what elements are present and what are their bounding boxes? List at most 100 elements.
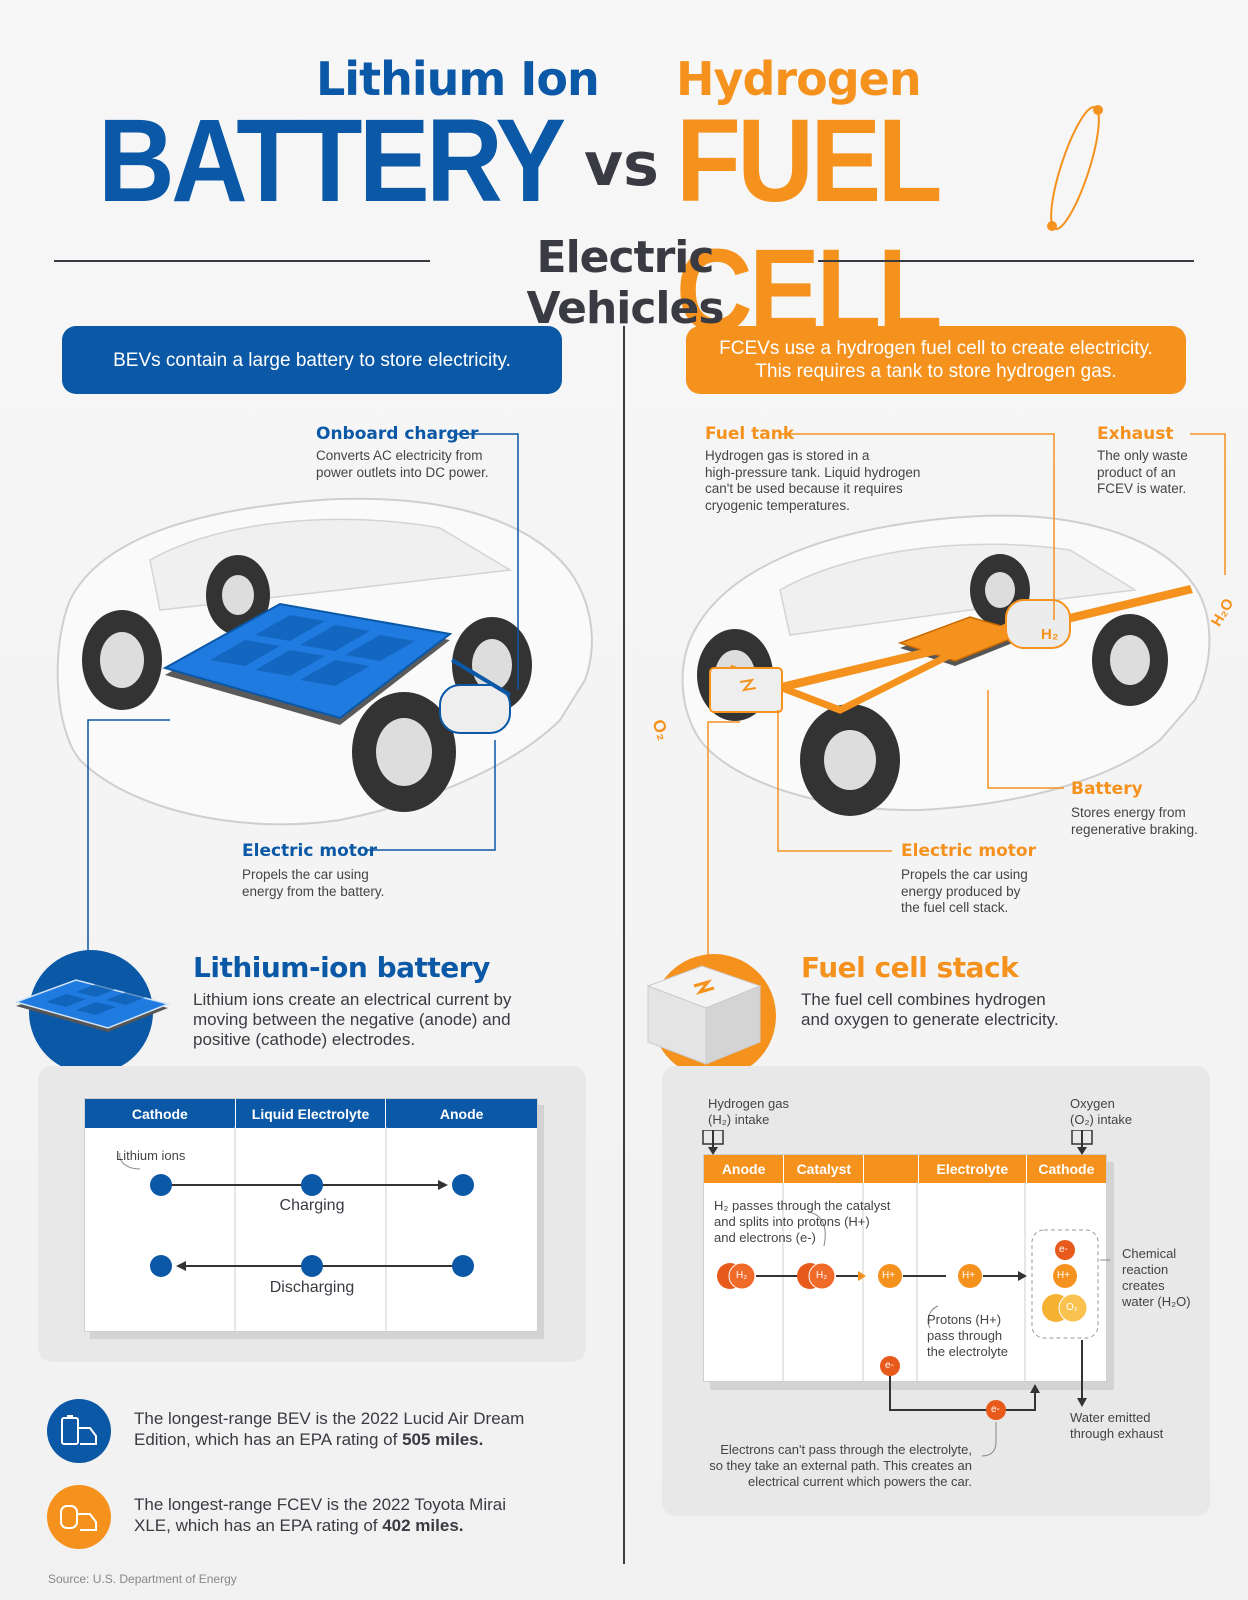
fc-col-gap: [863, 1155, 917, 1183]
fc-col-electrolyte: Electrolyte: [917, 1155, 1026, 1183]
o2-node: O₂: [1066, 1302, 1078, 1313]
fcev-motor-label: Electric motor Propels the car using ene…: [901, 841, 1036, 917]
chemical-note-line-4: water (H₂O): [1122, 1294, 1191, 1309]
fcev-fact-miles: 402 miles.: [382, 1516, 464, 1535]
water-note: Water emitted through exhaust: [1070, 1410, 1163, 1442]
source-note: Source: U.S. Department of Energy: [48, 1572, 237, 1586]
bev-motor-label: Electric motor Propels the car using ene…: [242, 841, 384, 900]
bev-battery-car-icon: [47, 1399, 111, 1463]
fcev-intro-pill: FCEVs use a hydrogen fuel cell to create…: [686, 326, 1186, 394]
fcev-tank-car-icon: [47, 1485, 111, 1549]
chemical-note: Chemical reaction creates water (H₂O): [1122, 1246, 1191, 1310]
fcev-fact: The longest-range FCEV is the 2022 Toyot…: [134, 1494, 594, 1536]
onboard-charger-title: Onboard charger: [316, 424, 479, 444]
fuel-cell-badge-icon: [646, 954, 776, 1090]
fcev-motor-desc-3: the fuel cell stack.: [901, 900, 1009, 915]
fuel-cell-table: Anode Catalyst Electrolyte Cathode: [703, 1154, 1107, 1382]
fc-section-desc-2: and oxygen to generate electricity.: [801, 1010, 1059, 1029]
protons-note-line-3: the electrolyte: [927, 1344, 1008, 1359]
protons-note: Protons (H+) pass through the electrolyt…: [927, 1312, 1008, 1360]
h2-intake-line-2: (H₂) intake: [708, 1112, 770, 1127]
fc-section-title: Fuel cell stack: [801, 951, 1019, 984]
eminus-node-1: e-: [885, 1360, 894, 1371]
li-ion-table: Cathode Liquid Electrolyte Anode: [84, 1098, 538, 1332]
eminus-node-2: e-: [991, 1404, 1000, 1415]
tank-h2-label: H₂: [1041, 626, 1059, 643]
fuel-tank-desc-2: high-pressure tank. Liquid hydrogen: [705, 464, 921, 480]
li-ion-diagram: [119, 1127, 474, 1332]
discharging-label: Discharging: [269, 1279, 355, 1296]
li-section: Lithium-ion battery Lithium ions create …: [193, 951, 511, 1050]
electron-note-line-2: so they take an external path. This crea…: [709, 1458, 972, 1473]
atom-orbit-icon: [1047, 105, 1103, 231]
bev-fact: The longest-range BEV is the 2022 Lucid …: [134, 1408, 594, 1450]
li-section-desc-2: moving between the negative (anode) and: [193, 1010, 511, 1029]
hplus-node-1: H+: [882, 1270, 896, 1281]
h2-intake-label: Hydrogen gas (H₂) intake: [708, 1096, 789, 1128]
fuel-tank-desc-1: Hydrogen gas is stored in a: [705, 448, 870, 463]
bev-intro-text: BEVs contain a large battery to store el…: [113, 349, 511, 371]
li-section-desc-1: Lithium ions create an electrical curren…: [193, 990, 512, 1009]
protons-note-line-1: Protons (H+): [927, 1312, 1002, 1327]
li-col-cathode: Cathode: [131, 1105, 188, 1122]
onboard-charger-label: Onboard charger Converts AC electricity …: [316, 424, 489, 481]
fc-col-cathode: Cathode: [1025, 1155, 1106, 1183]
electron-note-line-3: electrical current which powers the car.: [748, 1474, 972, 1489]
fcev-intro-line-2: This requires a tank to store hydrogen g…: [755, 361, 1117, 382]
exhaust-desc-2: product of an: [1097, 464, 1176, 480]
eminus-node-cathode: e-: [1059, 1244, 1068, 1255]
water-note-line-1: Water emitted: [1070, 1410, 1151, 1425]
header-rule-right: [818, 260, 1194, 262]
fuel-tank-title: Fuel tank: [705, 424, 795, 444]
fc-col-catalyst: Catalyst: [783, 1155, 863, 1183]
o2-intake-line-1: Oxygen: [1070, 1096, 1115, 1111]
fcev-motor-title: Electric motor: [901, 841, 1036, 861]
protons-note-line-2: pass through: [927, 1328, 1003, 1343]
center-divider: [623, 326, 625, 1564]
fcev-battery-desc-2: regenerative braking.: [1071, 821, 1198, 837]
fc-col-anode: Anode: [721, 1161, 766, 1177]
bev-motor-title: Electric motor: [242, 841, 377, 861]
h2-node-2: H₂: [816, 1270, 828, 1281]
fcev-battery-desc-1: Stores energy from: [1071, 805, 1186, 820]
fcev-car-illustration: [681, 514, 1211, 816]
bev-intro-pill: BEVs contain a large battery to store el…: [62, 326, 562, 394]
bev-motor-desc-1: Propels the car using: [242, 867, 369, 882]
exhaust-desc-3: FCEV is water.: [1097, 481, 1187, 496]
header-rule-left: [54, 260, 430, 262]
onboard-charger-desc-2: power outlets into DC power.: [316, 464, 489, 480]
fuel-cell-flow-diagram: [702, 1130, 1110, 1457]
bev-motor-desc-2: energy from the battery.: [242, 883, 385, 899]
bev-fact-line-2: Edition, which has an EPA rating of: [134, 1430, 403, 1449]
hplus-node-2: H+: [962, 1270, 976, 1281]
fuel-tank-desc-3: can't be used because it requires: [705, 481, 903, 496]
o2-intake-line-2: (O₂) intake: [1070, 1112, 1133, 1127]
bev-fact-line-1: The longest-range BEV is the 2022 Lucid …: [134, 1409, 525, 1428]
electron-note: Electrons can't pass through the electro…: [670, 1442, 972, 1490]
charging-label: Charging: [279, 1197, 345, 1214]
exhaust-label: Exhaust The only waste product of an FCE…: [1097, 424, 1188, 498]
right-title: FUEL CELL: [676, 95, 942, 357]
page-subtitle: Electric Vehicles: [526, 232, 724, 334]
onboard-charger-desc-1: Converts AC electricity from: [316, 448, 483, 463]
o2-intake-label: Oxygen (O₂) intake: [1070, 1096, 1132, 1128]
bev-car-illustration: [56, 497, 593, 826]
h2-intake-line-1: Hydrogen gas: [708, 1096, 789, 1111]
fc-section-desc-1: The fuel cell combines hydrogen: [801, 990, 1046, 1009]
fcev-intro-line-1: FCEVs use a hydrogen fuel cell to create…: [719, 338, 1153, 359]
h2-note-line-1: H₂ passes through the catalyst: [714, 1198, 891, 1213]
exhaust-desc-1: The only waste: [1097, 448, 1188, 463]
h2-node-1: H₂: [736, 1270, 748, 1281]
fcev-fact-line-2: XLE, which has an EPA rating of: [134, 1516, 383, 1535]
li-section-desc-3: positive (cathode) electrodes.: [193, 1030, 416, 1049]
li-section-title: Lithium-ion battery: [193, 951, 490, 984]
fcev-motor-desc-2: energy produced by: [901, 883, 1021, 899]
water-note-line-2: through exhaust: [1070, 1426, 1164, 1441]
electron-note-line-1: Electrons can't pass through the electro…: [720, 1442, 972, 1457]
fcev-battery-title: Battery: [1071, 779, 1143, 799]
chemical-note-line-2: reaction: [1122, 1262, 1169, 1277]
lithium-ions-label: Lithium ions: [116, 1148, 186, 1163]
fcev-motor-desc-1: Propels the car using: [901, 867, 1028, 882]
